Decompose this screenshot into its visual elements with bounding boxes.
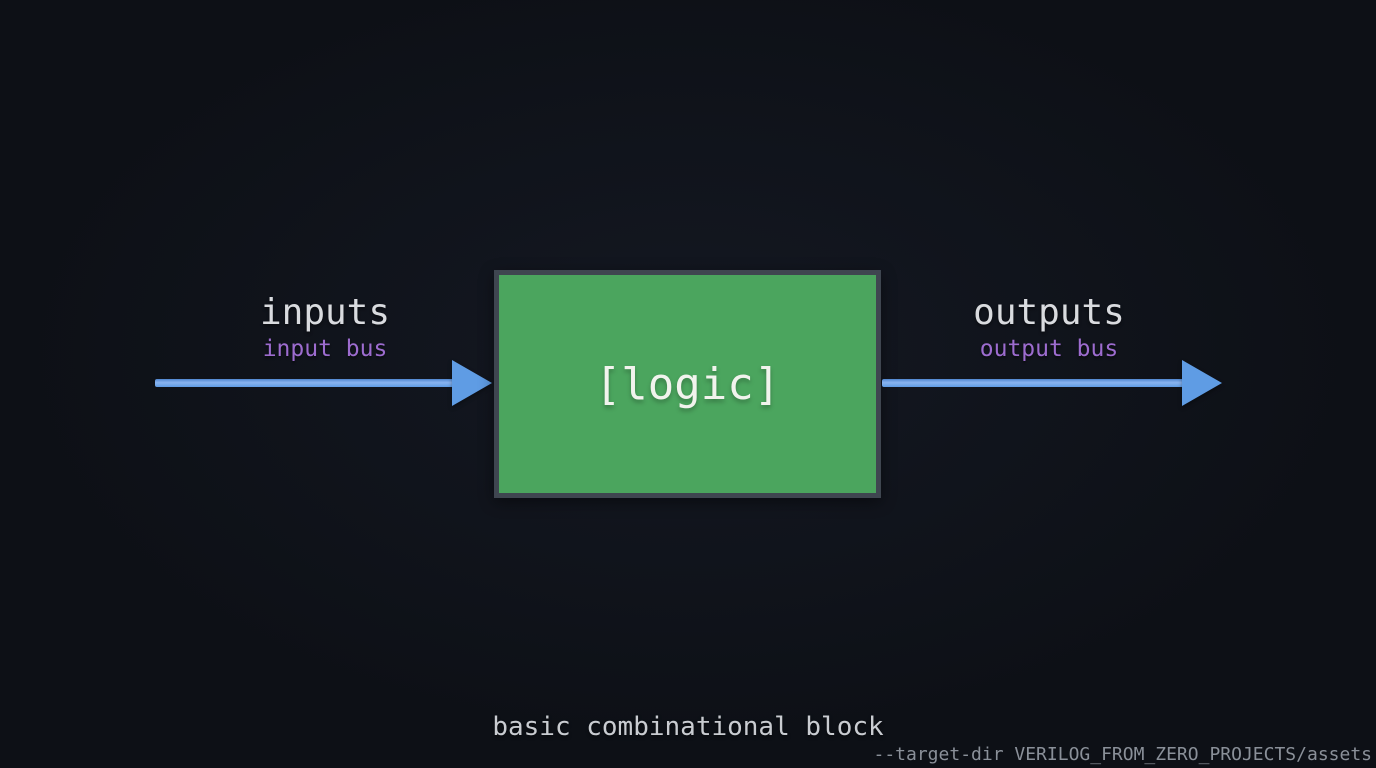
input-label-group: inputs input bus (155, 291, 495, 364)
input-sublabel: input bus (262, 336, 388, 363)
input-arrow-line (155, 379, 457, 387)
output-label: outputs (973, 292, 1125, 333)
target-dir-watermark: --target-dir VERILOG_FROM_ZERO_PROJECTS/… (873, 744, 1373, 765)
logic-block: [logic] (494, 270, 881, 498)
input-arrowhead-icon (452, 360, 492, 406)
diagram-caption: basic combinational block (492, 712, 884, 742)
output-label-group: outputs output bus (879, 291, 1219, 364)
output-arrow-line (882, 379, 1185, 387)
output-arrowhead-icon (1182, 360, 1222, 406)
logic-block-label: [logic] (594, 358, 781, 410)
output-sublabel: output bus (979, 336, 1119, 363)
input-label: inputs (259, 292, 391, 333)
